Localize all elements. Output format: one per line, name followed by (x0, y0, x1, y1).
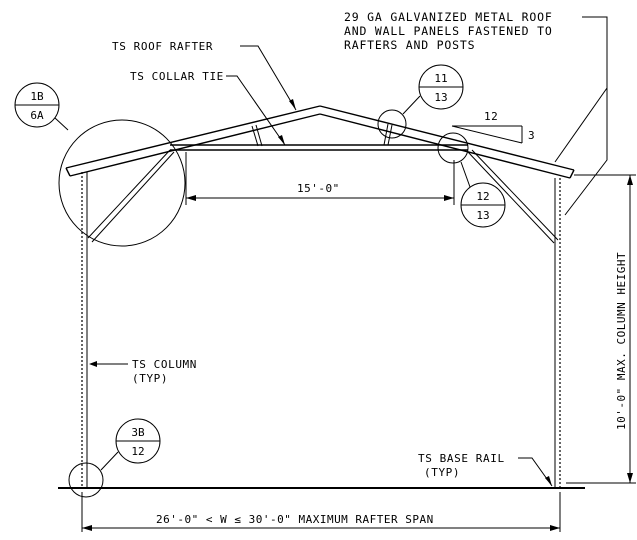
ts-column-left (81, 172, 88, 488)
detail-bubble-top: 1B (30, 90, 44, 103)
roof-note-line1: 29 GA GALVANIZED METAL ROOF (344, 10, 553, 24)
column-label: TS COLUMN (132, 358, 197, 371)
rafter-struts (251, 123, 393, 147)
detail-circle-left-eave (58, 119, 186, 247)
detail-bubble-top: 3B (131, 426, 145, 439)
roof-panel-note: 29 GA GALVANIZED METAL ROOF AND WALL PAN… (344, 10, 608, 216)
base-rail-callout: TS BASE RAIL (TYP) (418, 452, 553, 487)
slope-rise: 3 (528, 129, 535, 142)
detail-bubble-bottom: 13 (476, 209, 489, 222)
detail-bubble-3b-12: 3B 12 (100, 418, 161, 471)
collar-span-text: 15'-0" (297, 182, 340, 195)
base-rail-typ-label: (TYP) (424, 466, 460, 479)
detail-bubble-bottom: 6A (30, 109, 44, 122)
detail-bubble-top: 12 (476, 190, 489, 203)
roof-note-line2: AND WALL PANELS FASTENED TO (344, 24, 553, 38)
roof-slope-indicator: 12 3 (451, 110, 535, 144)
detail-bubble-1b-6a: 1B 6A (14, 82, 69, 131)
base-rail-label: TS BASE RAIL (418, 452, 505, 465)
ts-column-right (554, 178, 561, 488)
rafter-span-text: 26'-0" < W ≤ 30'-0" MAXIMUM RAFTER SPAN (156, 513, 434, 526)
column-height-dimension: 10'-0" MAX. COLUMN HEIGHT (566, 174, 636, 484)
collar-span-dimension: 15'-0" (185, 152, 455, 205)
roof-rafter-callout: TS ROOF RAFTER (112, 40, 297, 111)
detail-circle-base (68, 462, 104, 498)
roof-rafter-label: TS ROOF RAFTER (112, 40, 213, 53)
detail-circle-tie-end (437, 132, 469, 164)
detail-bubble-11-13: 11 13 (402, 64, 464, 115)
knee-braces (87, 149, 559, 244)
roof-rafter (65, 105, 575, 179)
column-callout: TS COLUMN (TYP) (89, 358, 197, 385)
detail-bubble-top: 11 (434, 72, 447, 85)
collar-tie (170, 144, 468, 151)
column-typ-label: (TYP) (132, 372, 168, 385)
collar-tie-callout: TS COLLAR TIE (130, 70, 286, 146)
rafter-span-dimension: 26'-0" < W ≤ 30'-0" MAXIMUM RAFTER SPAN (81, 492, 561, 532)
slope-run: 12 (484, 110, 498, 123)
detail-bubble-12-13: 12 13 (460, 161, 506, 228)
detail-bubble-bottom: 12 (131, 445, 144, 458)
detail-bubble-bottom: 13 (434, 91, 447, 104)
detail-circle-strut (377, 109, 407, 139)
roof-note-line3: RAFTERS AND POSTS (344, 38, 475, 52)
collar-tie-label: TS COLLAR TIE (130, 70, 224, 83)
column-height-text: 10'-0" MAX. COLUMN HEIGHT (615, 252, 628, 430)
